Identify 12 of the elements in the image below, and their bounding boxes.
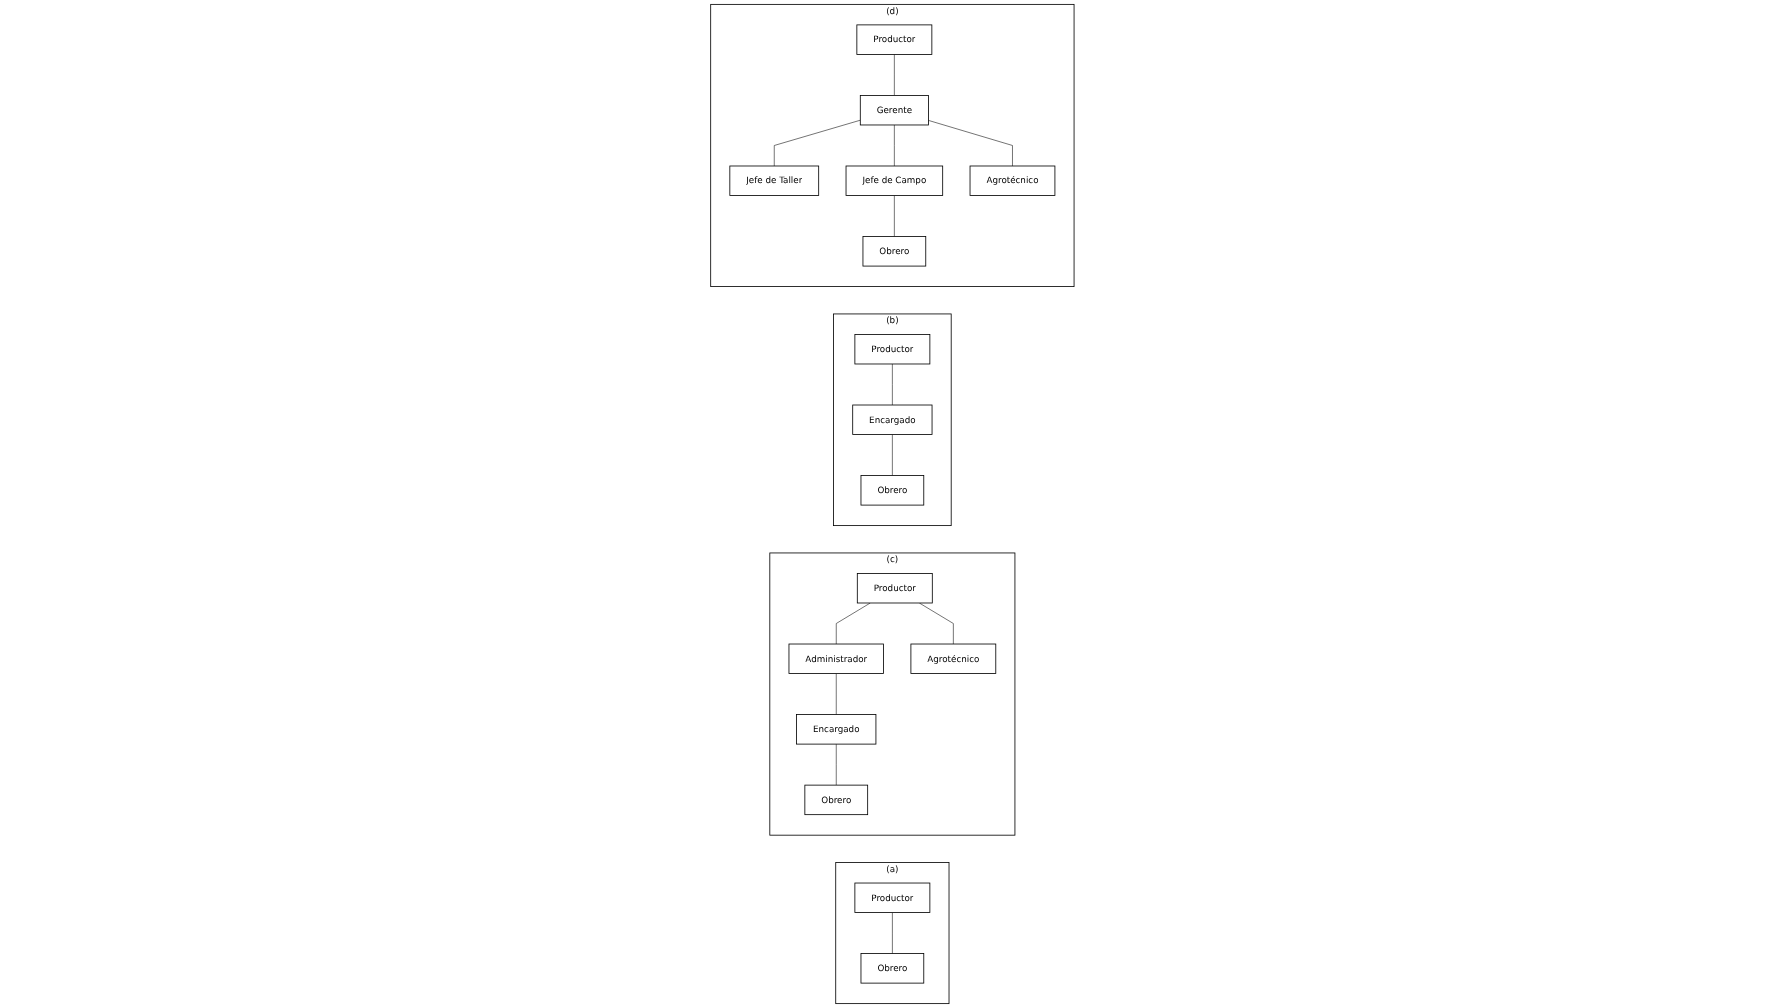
connector: [919, 602, 955, 645]
connector: [892, 912, 894, 954]
connector: [836, 743, 838, 786]
connector: [928, 120, 1014, 167]
connector: [774, 119, 862, 167]
connector: [836, 602, 872, 645]
connector: [894, 54, 896, 96]
connector: [892, 363, 894, 406]
connector: [836, 673, 838, 715]
connector: [894, 195, 896, 237]
connector: [894, 124, 896, 167]
connector: [892, 434, 894, 476]
